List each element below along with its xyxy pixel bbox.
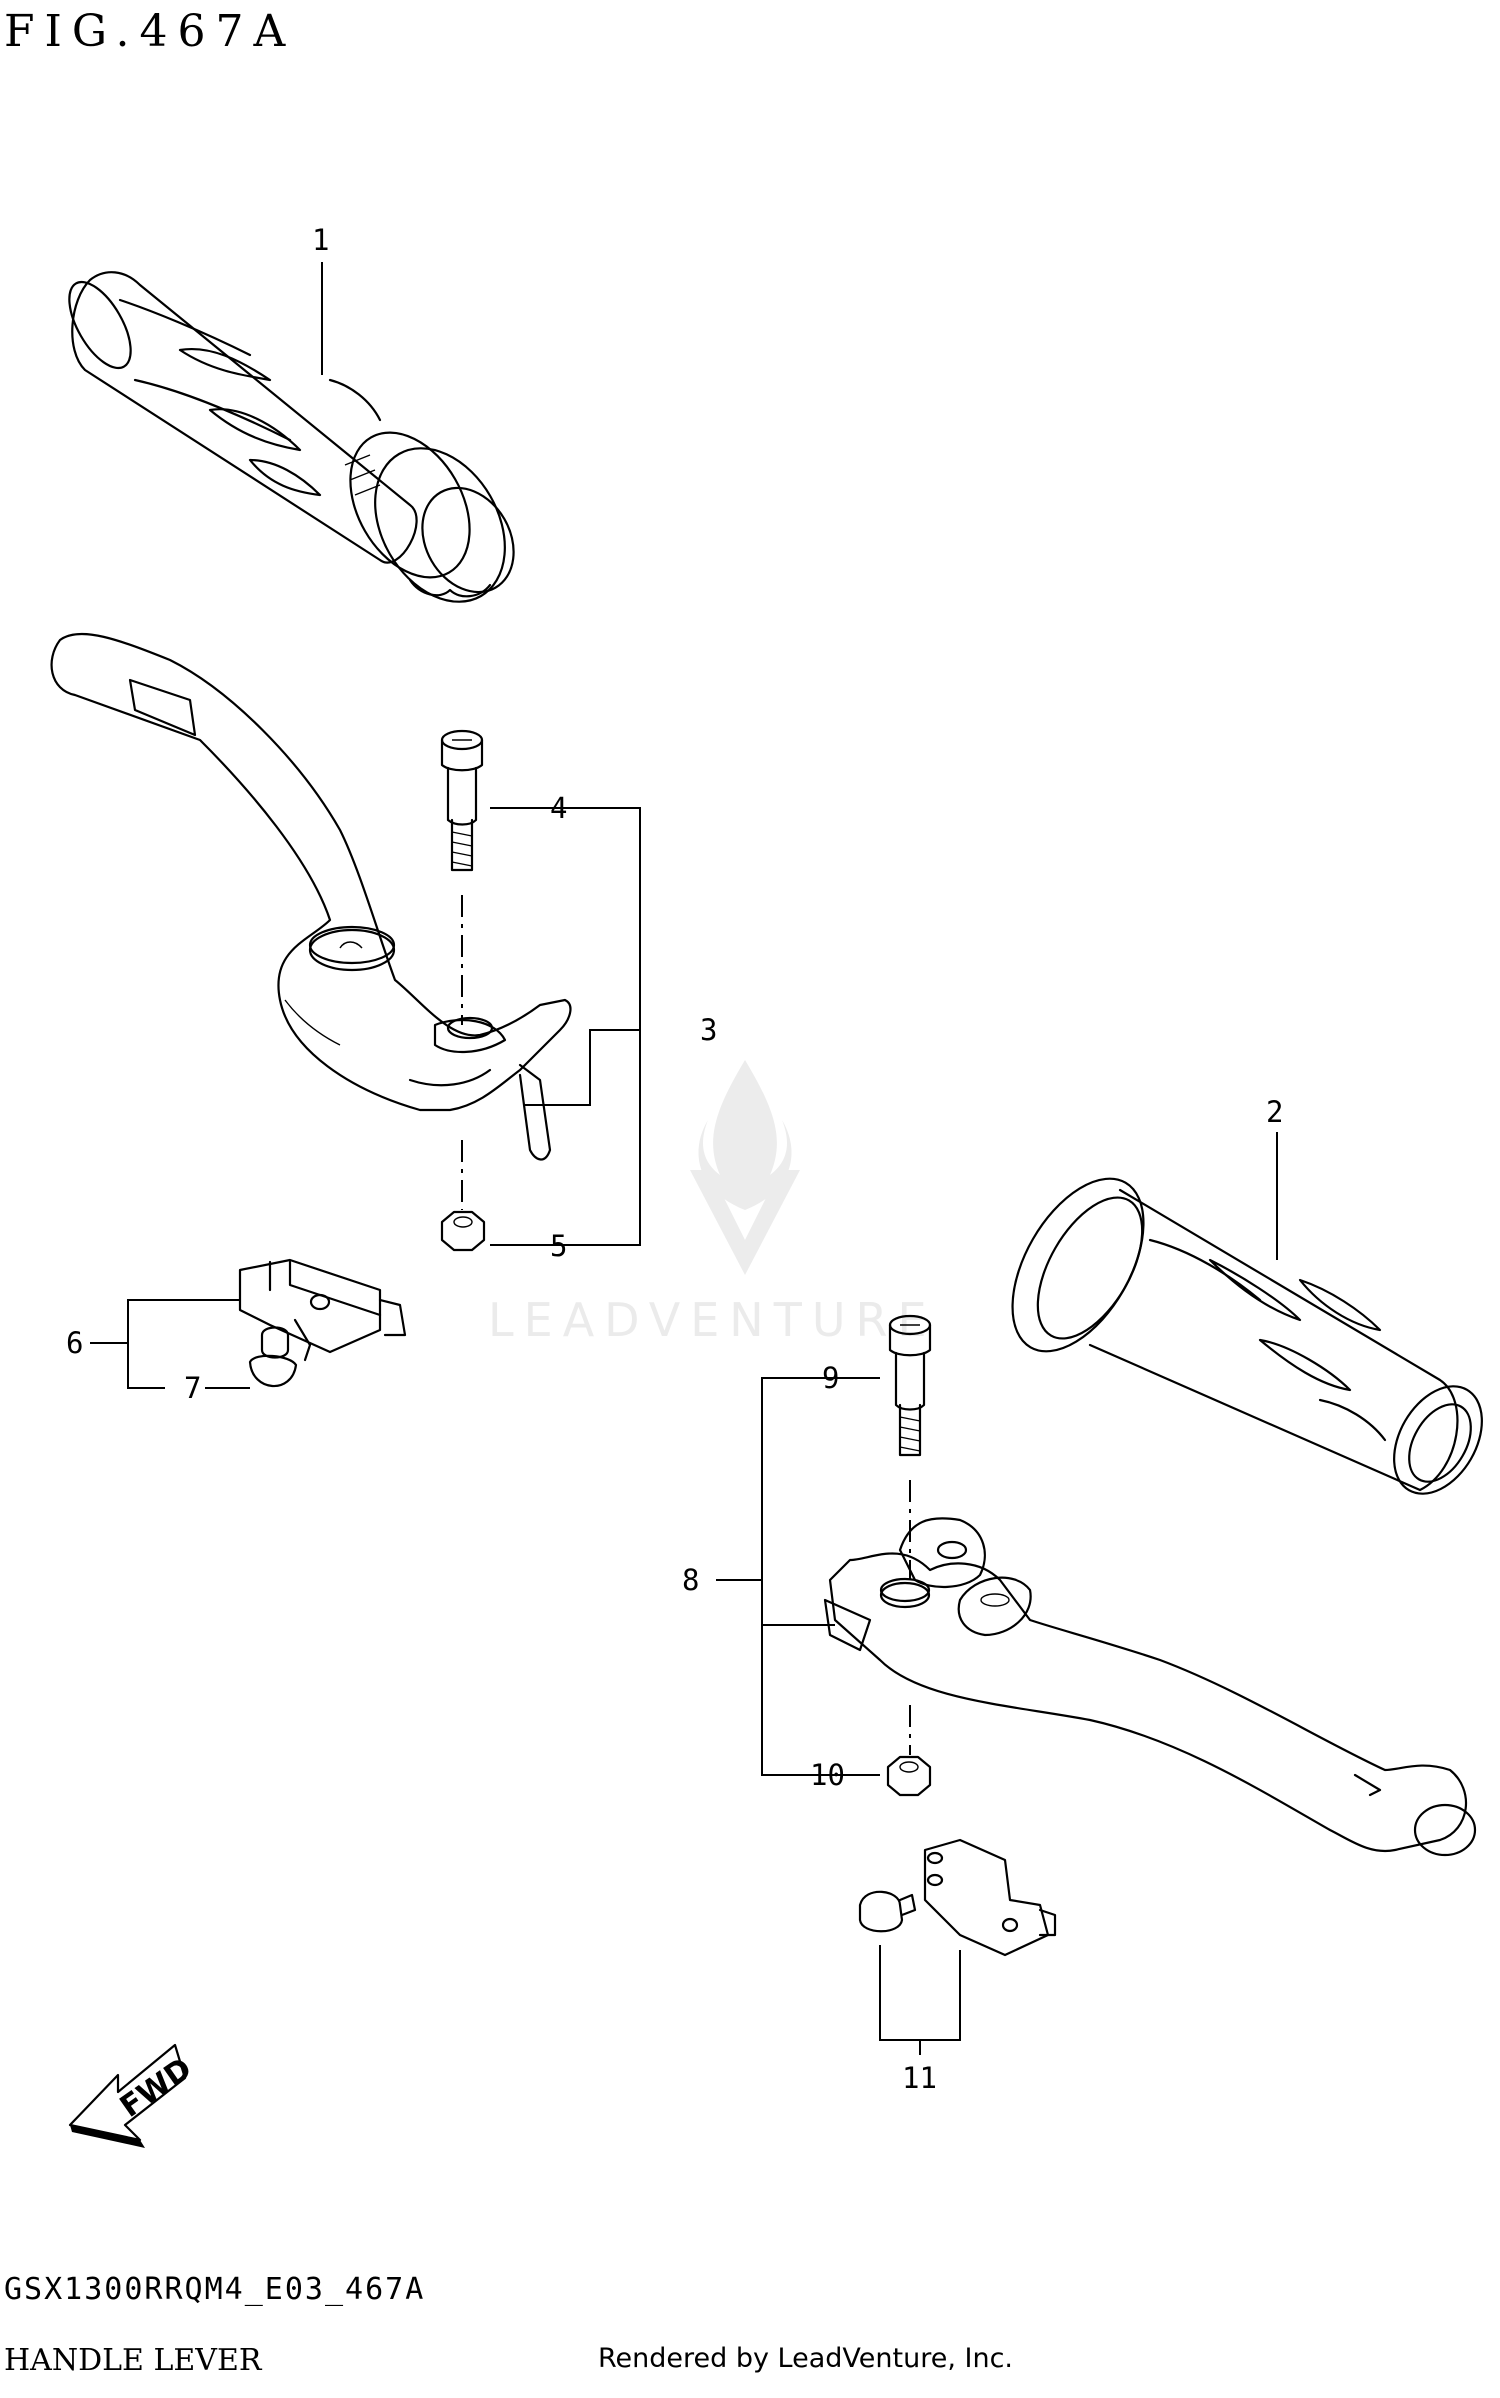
part-10-nut xyxy=(886,1755,932,1797)
callout-1: 1 xyxy=(312,223,329,257)
callout-11: 11 xyxy=(902,2061,937,2095)
part-8-right-lever xyxy=(716,1314,1477,1857)
part-7-switch-screw xyxy=(248,1326,298,1388)
part-5-nut xyxy=(440,1210,486,1252)
render-credit: Rendered by LeadVenture, Inc. xyxy=(598,2343,1014,2374)
callout-8: 8 xyxy=(682,1563,699,1597)
part-11-right-switch xyxy=(858,1838,1057,1957)
callout-10: 10 xyxy=(810,1758,845,1792)
callout-6: 6 xyxy=(66,1326,83,1360)
figure-code: GSX1300RRQM4_E03_467A xyxy=(4,2272,426,2307)
part-6-left-switch xyxy=(238,1258,407,1362)
part-9-pivot-bolt xyxy=(888,1314,932,1457)
callout-5: 5 xyxy=(550,1229,567,1263)
callout-7: 7 xyxy=(184,1371,201,1405)
figure-title: FIG.467A xyxy=(4,6,296,57)
part-1-left-grip xyxy=(68,262,515,603)
fwd-label: FWD xyxy=(114,2051,198,2125)
callout-3: 3 xyxy=(700,1013,717,1047)
part-2-right-grip xyxy=(1011,1132,1483,1495)
direction-arrow-icon: FWD xyxy=(68,2043,198,2148)
part-3-left-lever xyxy=(50,632,641,1252)
part-4-pivot-bolt xyxy=(440,729,484,872)
callout-9: 9 xyxy=(822,1361,839,1395)
watermark-text: LEADVENTURE xyxy=(488,1293,937,1347)
callout-2: 2 xyxy=(1266,1095,1283,1129)
figure-name: HANDLE LEVER xyxy=(4,2343,262,2378)
callout-4: 4 xyxy=(550,791,567,825)
watermark-flame-logo xyxy=(690,1060,800,1275)
